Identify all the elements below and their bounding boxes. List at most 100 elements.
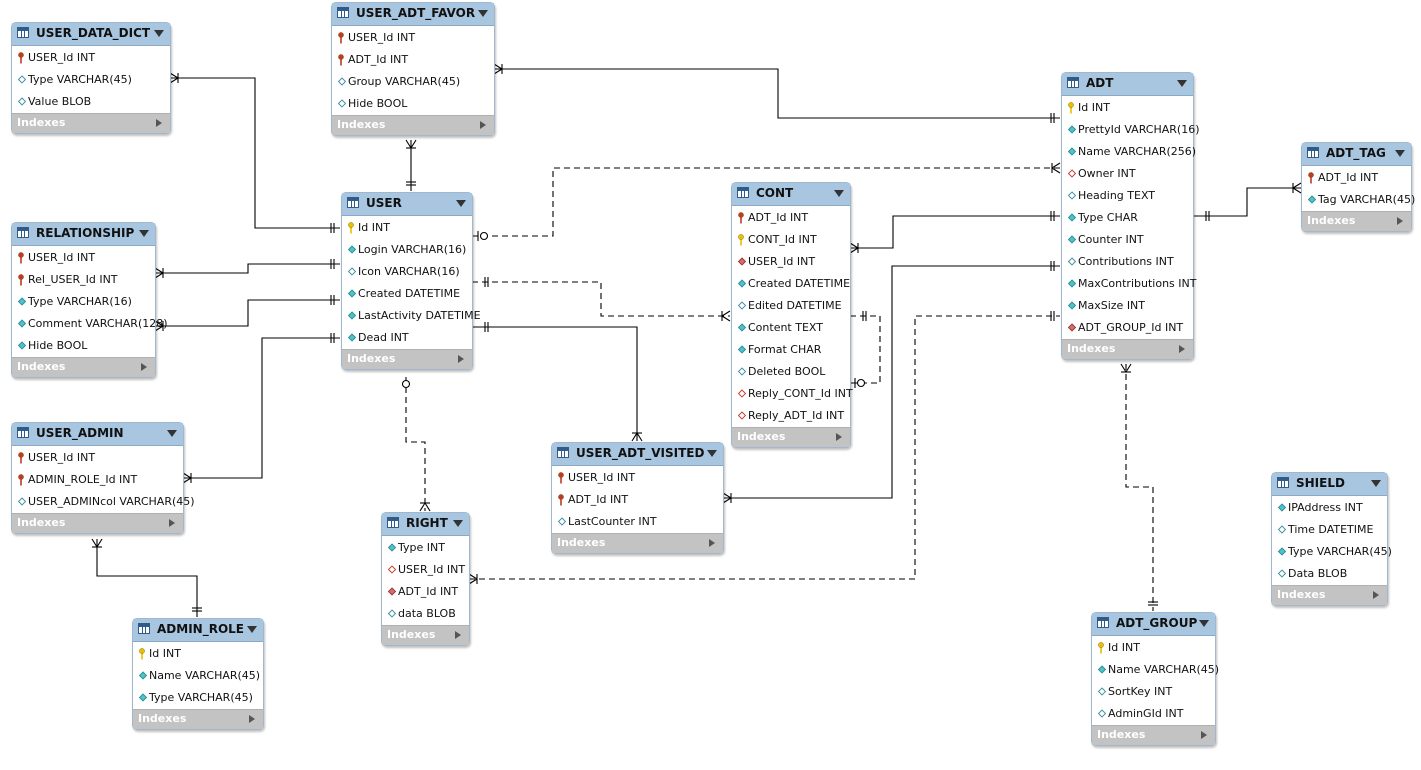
column-row[interactable]: Id INT (133, 643, 263, 665)
expand-arrow-icon[interactable] (1201, 731, 1207, 739)
column-row[interactable]: Edited DATETIME (732, 295, 850, 317)
column-row[interactable]: Id INT (1062, 97, 1193, 119)
column-row[interactable]: Reply_ADT_Id INT (732, 405, 850, 427)
indexes-section[interactable]: Indexes (342, 349, 472, 369)
column-row[interactable]: Owner INT (1062, 163, 1193, 185)
column-row[interactable]: Type VARCHAR(16) (12, 291, 155, 313)
column-row[interactable]: Data BLOB (1272, 563, 1387, 585)
collapse-triangle-icon[interactable] (1177, 80, 1187, 87)
column-row[interactable]: LastCounter INT (552, 511, 723, 533)
column-row[interactable]: USER_Id INT (12, 47, 170, 69)
column-row[interactable]: Dead INT (342, 327, 472, 349)
column-row[interactable]: Name VARCHAR(256) (1062, 141, 1196, 163)
column-row[interactable]: USER_Id INT (12, 247, 155, 269)
table-header[interactable]: ADT_GROUP (1092, 613, 1215, 636)
expand-arrow-icon[interactable] (709, 539, 715, 547)
column-row[interactable]: ADT_GROUP_Id INT (1062, 317, 1193, 339)
indexes-section[interactable]: Indexes (552, 533, 723, 553)
column-row[interactable]: ADMIN_ROLE_Id INT (12, 469, 183, 491)
table-header[interactable]: CONT (732, 183, 850, 206)
collapse-triangle-icon[interactable] (478, 10, 488, 17)
collapse-triangle-icon[interactable] (139, 230, 149, 237)
table-header[interactable]: ADT_TAG (1302, 143, 1411, 166)
expand-arrow-icon[interactable] (836, 433, 842, 441)
column-row[interactable]: Group VARCHAR(45) (332, 71, 494, 93)
column-row[interactable]: ADT_Id INT (1302, 167, 1411, 189)
collapse-triangle-icon[interactable] (1395, 150, 1405, 157)
table-header[interactable]: SHIELD (1272, 473, 1387, 496)
column-row[interactable]: USER_Id INT (732, 251, 850, 273)
expand-arrow-icon[interactable] (156, 119, 162, 127)
column-row[interactable]: SortKey INT (1092, 681, 1215, 703)
indexes-section[interactable]: Indexes (1092, 725, 1215, 745)
collapse-triangle-icon[interactable] (154, 30, 164, 37)
column-row[interactable]: PrettyId VARCHAR(16) (1062, 119, 1200, 141)
column-row[interactable]: ADT_Id INT (732, 207, 850, 229)
column-row[interactable]: LastActivity DATETIME (342, 305, 481, 327)
expand-arrow-icon[interactable] (249, 715, 255, 723)
table-header[interactable]: RIGHT (382, 513, 469, 536)
column-row[interactable]: Type VARCHAR(45) (12, 69, 170, 91)
column-row[interactable]: USER_Id INT (332, 27, 494, 49)
column-row[interactable]: ADT_Id INT (382, 581, 469, 603)
column-row[interactable]: AdminGId INT (1092, 703, 1215, 725)
column-row[interactable]: Heading TEXT (1062, 185, 1193, 207)
table-header[interactable]: USER_ADT_FAVOR (332, 3, 494, 26)
column-row[interactable]: Name VARCHAR(45) (133, 665, 263, 687)
expand-arrow-icon[interactable] (141, 363, 147, 371)
collapse-triangle-icon[interactable] (247, 626, 257, 633)
expand-arrow-icon[interactable] (458, 355, 464, 363)
column-row[interactable]: Tag VARCHAR(45) (1302, 189, 1415, 211)
collapse-triangle-icon[interactable] (834, 190, 844, 197)
column-row[interactable]: USER_Id INT (12, 447, 183, 469)
column-row[interactable]: Deleted BOOL (732, 361, 850, 383)
indexes-section[interactable]: Indexes (133, 709, 263, 729)
column-row[interactable]: Type INT (382, 537, 469, 559)
indexes-section[interactable]: Indexes (732, 427, 850, 447)
table-header[interactable]: USER_ADMIN (12, 423, 183, 446)
table-header[interactable]: USER_ADT_VISITED (552, 443, 723, 466)
expand-arrow-icon[interactable] (455, 631, 461, 639)
indexes-section[interactable]: Indexes (1302, 211, 1411, 231)
indexes-section[interactable]: Indexes (12, 113, 170, 133)
column-row[interactable]: ADT_Id INT (332, 49, 494, 71)
column-row[interactable]: ADT_Id INT (552, 489, 723, 511)
column-row[interactable]: Hide BOOL (12, 335, 155, 357)
collapse-triangle-icon[interactable] (1199, 620, 1209, 627)
collapse-triangle-icon[interactable] (707, 450, 717, 457)
table-header[interactable]: RELATIONSHIP (12, 223, 155, 246)
column-row[interactable]: Time DATETIME (1272, 519, 1387, 541)
column-row[interactable]: MaxSize INT (1062, 295, 1193, 317)
column-row[interactable]: Type VARCHAR(45) (133, 687, 263, 709)
column-row[interactable]: Comment VARCHAR(128) (12, 313, 168, 335)
column-row[interactable]: Hide BOOL (332, 93, 494, 115)
indexes-section[interactable]: Indexes (12, 357, 155, 377)
column-row[interactable]: Name VARCHAR(45) (1092, 659, 1219, 681)
column-row[interactable]: Id INT (1092, 637, 1215, 659)
column-row[interactable]: Type VARCHAR(45) (1272, 541, 1392, 563)
expand-arrow-icon[interactable] (1397, 217, 1403, 225)
column-row[interactable]: USER_Id INT (552, 467, 723, 489)
column-row[interactable]: CONT_Id INT (732, 229, 850, 251)
column-row[interactable]: data BLOB (382, 603, 469, 625)
column-row[interactable]: Type CHAR (1062, 207, 1193, 229)
column-row[interactable]: MaxContributions INT (1062, 273, 1196, 295)
indexes-section[interactable]: Indexes (1272, 585, 1387, 605)
table-header[interactable]: USER (342, 193, 472, 216)
column-row[interactable]: Login VARCHAR(16) (342, 239, 472, 261)
table-header[interactable]: USER_DATA_DICT (12, 23, 170, 46)
column-row[interactable]: Contributions INT (1062, 251, 1193, 273)
column-row[interactable]: USER_ADMINcol VARCHAR(45) (12, 491, 195, 513)
indexes-section[interactable]: Indexes (12, 513, 183, 533)
column-row[interactable]: Created DATETIME (732, 273, 850, 295)
collapse-triangle-icon[interactable] (456, 200, 466, 207)
